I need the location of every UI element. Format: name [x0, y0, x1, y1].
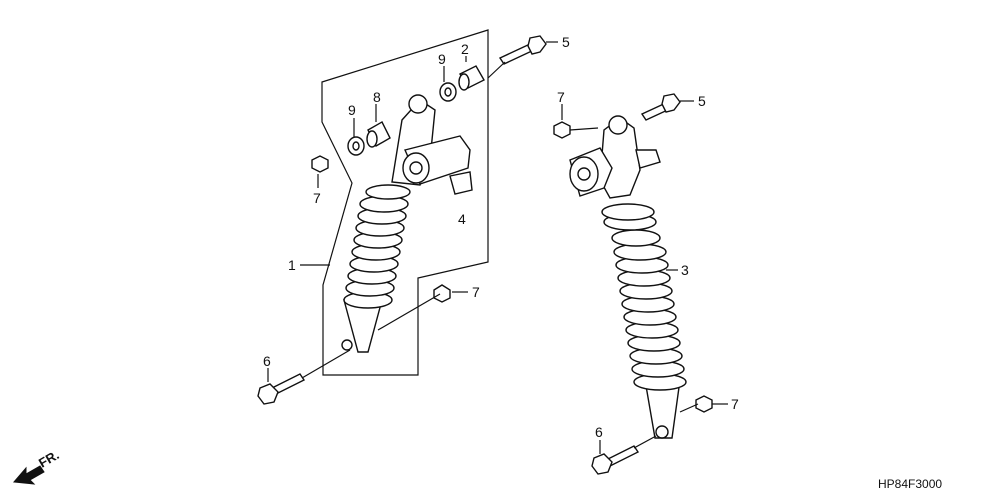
callout-5: 5	[698, 93, 706, 109]
nut-7-upper-right	[553, 121, 571, 139]
front-direction-indicator: FR.	[12, 447, 62, 485]
right-leader-lines	[569, 127, 699, 449]
callout-7: 7	[731, 396, 739, 412]
callout-6: 6	[263, 353, 271, 369]
callout-leaders	[267, 41, 728, 454]
bolt-6-right	[591, 445, 640, 475]
bolt-5-upper-left	[498, 35, 547, 65]
left-shock-absorber	[341, 94, 473, 353]
left-leader-lines	[301, 61, 506, 379]
front-arrow-icon	[12, 465, 45, 485]
callout-3: 3	[681, 262, 689, 278]
nut-7-lower-right	[695, 395, 713, 413]
callout-7: 7	[557, 89, 565, 105]
bolt-6-left	[257, 373, 306, 405]
callout-5: 5	[562, 34, 570, 50]
figure-code: HP84F3000	[878, 477, 942, 491]
right-shock-absorber	[569, 115, 687, 439]
callout-1: 1	[288, 257, 296, 273]
assembly-group-outline	[321, 29, 489, 376]
callout-7: 7	[472, 284, 480, 300]
left-upper-hardware	[311, 65, 485, 173]
nut-7-mid-left	[433, 284, 451, 303]
callout-4: 4	[458, 211, 466, 227]
callout-8: 8	[373, 89, 381, 105]
callout-7: 7	[313, 190, 321, 206]
callout-9: 9	[348, 102, 356, 118]
callout-9: 9	[438, 51, 446, 67]
callout-2: 2	[461, 41, 469, 57]
callout-labels: 5 2 9 9 8 7 4 1 7 6 7 5 3 7 6	[263, 34, 739, 440]
callout-6: 6	[595, 424, 603, 440]
left-spring	[343, 184, 411, 309]
bolt-5-right	[640, 93, 681, 121]
right-spring	[601, 203, 687, 391]
